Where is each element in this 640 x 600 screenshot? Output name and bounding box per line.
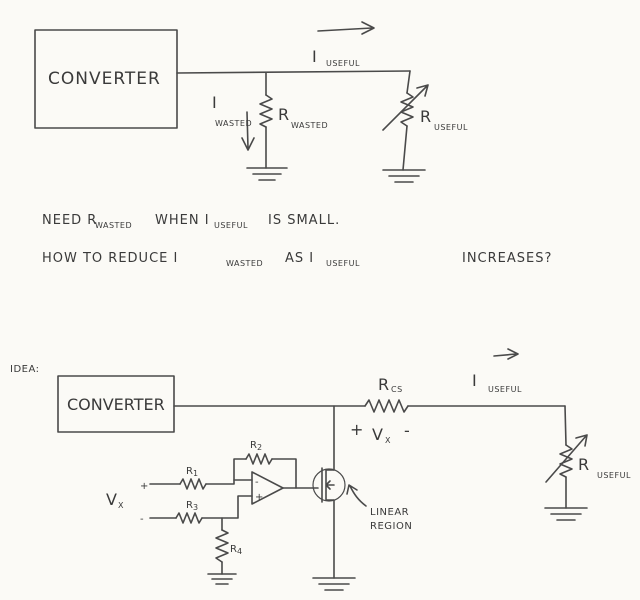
opamp-plus: +	[255, 492, 264, 503]
svg-text:IS SMALL.: IS SMALL.	[268, 213, 340, 228]
r1-resistor	[179, 478, 207, 490]
input-vx-label: V	[106, 490, 117, 509]
converter-label: CONVERTER	[48, 69, 161, 89]
i-wasted-label: I	[212, 93, 217, 112]
r-useful-resistor-2	[559, 444, 573, 478]
top-ground-left	[246, 167, 288, 181]
vx-label: V	[372, 425, 383, 444]
linear-region-label-1: LINEAR	[370, 507, 409, 518]
r-cs-label: R	[378, 375, 389, 394]
opamp-minus: -	[255, 477, 259, 488]
r2-resistor	[245, 453, 273, 465]
vx-plus-sign: +	[350, 420, 363, 439]
input-minus-sign: -	[140, 514, 144, 525]
svg-text:NEED R: NEED R	[42, 213, 97, 228]
r-useful-variable-arrow-2	[545, 434, 588, 483]
r-cs-sub: CS	[391, 385, 403, 394]
idea-label: IDEA:	[10, 364, 40, 375]
r-wasted-resistor	[259, 94, 273, 128]
i-useful-label-2: I	[472, 371, 477, 390]
r2-feedback-wire	[233, 458, 247, 481]
r2-output-wire	[271, 458, 297, 489]
r-useful-sub-2: USEFUL	[597, 471, 631, 480]
r3-resistor	[175, 512, 203, 524]
svg-text:HOW TO REDUCE I: HOW TO REDUCE I	[42, 251, 178, 266]
vx-sub: X	[385, 436, 391, 445]
r1-label: R	[186, 466, 193, 477]
r2-sub: 2	[257, 443, 263, 452]
note-line-2: HOW TO REDUCE I WASTED AS I USEFUL INCRE…	[42, 251, 552, 268]
r-wasted-sub: WASTED	[291, 121, 328, 130]
svg-text:WASTED: WASTED	[226, 259, 263, 268]
bottom-ground-r4	[207, 573, 237, 585]
r-useful-wire-top-2	[564, 405, 567, 446]
svg-text:INCREASES?: INCREASES?	[462, 251, 552, 266]
bottom-ground-right	[544, 507, 588, 521]
r-cs-resistor	[364, 399, 409, 413]
r4-label: R	[230, 544, 237, 555]
i-wasted-arrow	[241, 111, 255, 151]
svg-text:USEFUL: USEFUL	[214, 221, 248, 230]
top-ground-right	[382, 169, 426, 183]
r3-to-noninverting-wire	[201, 495, 253, 519]
linear-region-arrow	[346, 484, 367, 507]
converter-box	[34, 29, 178, 129]
svg-text:WASTED: WASTED	[95, 221, 132, 230]
opamp-triangle	[251, 471, 284, 505]
r4-sub: 4	[237, 547, 243, 556]
i-useful-label: I	[312, 47, 317, 66]
converter-box-2	[57, 375, 175, 433]
r2-label: R	[250, 440, 257, 451]
linear-region-label-2: REGION	[370, 521, 412, 532]
note-line-1: NEED R WASTED WHEN I USEFUL IS SMALL.	[42, 213, 340, 230]
i-useful-sub: USEFUL	[326, 59, 360, 68]
r-useful-wire-top	[406, 70, 411, 94]
i-useful-arrow-2	[493, 348, 519, 360]
r1-sub: 1	[193, 469, 199, 478]
r-useful-label-2: R	[578, 455, 589, 474]
r-wasted-label: R	[278, 105, 289, 124]
i-useful-sub-2: USEFUL	[488, 385, 522, 394]
r1-to-inverting-wire	[205, 479, 253, 485]
r-useful-sub: USEFUL	[434, 123, 468, 132]
i-wasted-sub: WASTED	[215, 119, 252, 128]
svg-text:USEFUL: USEFUL	[326, 259, 360, 268]
r-useful-wire-bottom	[402, 125, 408, 171]
r-useful-variable-arrow	[382, 84, 429, 131]
r3-label: R	[186, 500, 193, 511]
r-useful-label: R	[420, 107, 431, 126]
i-useful-arrow	[317, 21, 375, 35]
r-useful-resistor	[400, 92, 414, 127]
bottom-ground-mosfet	[312, 577, 356, 591]
top-main-wire	[176, 70, 411, 74]
mosfet-symbol	[321, 467, 335, 503]
svg-text:AS I: AS I	[285, 251, 314, 266]
input-vx-sub: X	[118, 501, 124, 510]
r3-sub: 3	[193, 503, 199, 512]
vx-minus-sign: -	[404, 421, 410, 440]
mosfet-body-circle	[312, 468, 346, 502]
converter-label-2: CONVERTER	[67, 395, 165, 414]
r4-resistor	[215, 529, 229, 563]
svg-text:WHEN I: WHEN I	[155, 213, 210, 228]
input-plus-sign: +	[140, 481, 149, 492]
